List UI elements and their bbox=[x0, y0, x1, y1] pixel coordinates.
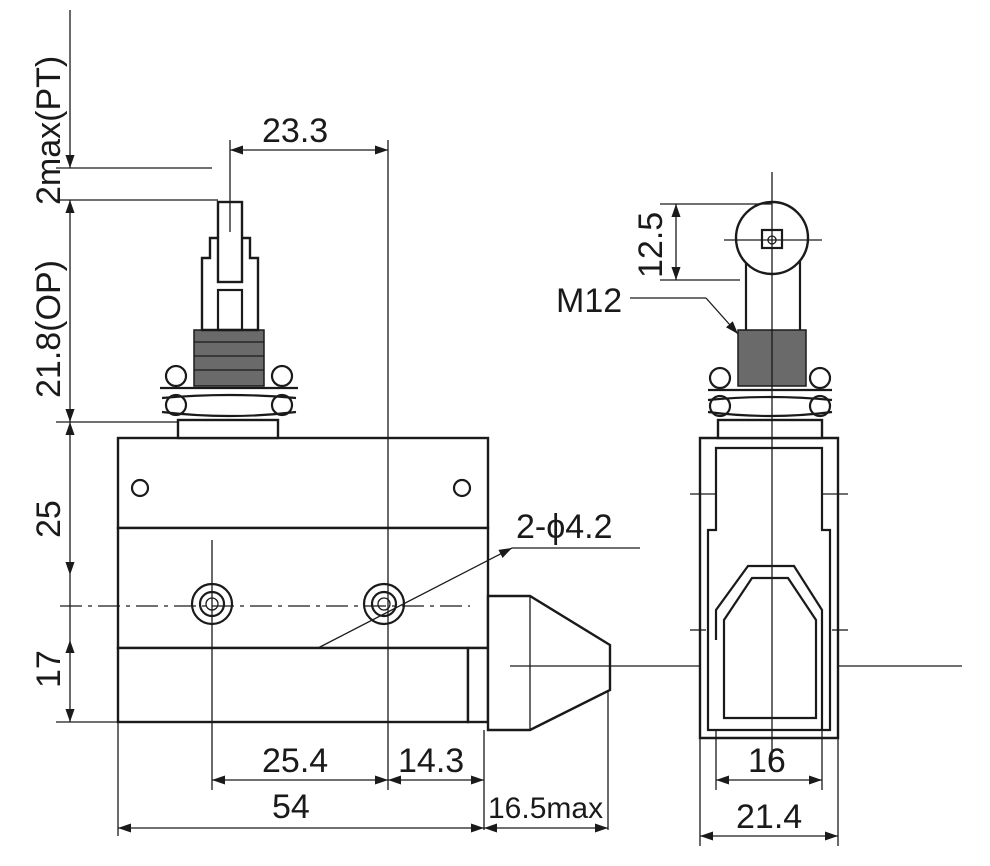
lock-nut-lower bbox=[161, 393, 297, 418]
dim-hole-spacing: 25.4 bbox=[262, 742, 328, 780]
corner-hole-left bbox=[130, 478, 150, 498]
dim-op: 21.8(OP) bbox=[30, 260, 68, 398]
dim-roller-overtravel: 16.5max bbox=[488, 792, 603, 825]
front-view: 2max(PT) 21.8(OP) 25 17 23.3 25.4 14.3 5… bbox=[30, 10, 962, 836]
side-body-outer bbox=[698, 436, 840, 740]
dim-inner-width: 16 bbox=[748, 742, 786, 780]
threaded-bushing bbox=[193, 329, 265, 387]
base-flange bbox=[176, 418, 280, 440]
dim-height-upper: 25 bbox=[30, 500, 68, 538]
dim-holes: 2-ϕ4.2 bbox=[516, 508, 613, 546]
body-lower-block bbox=[116, 646, 470, 724]
actuator-nose bbox=[486, 594, 612, 732]
dim-thread: M12 bbox=[556, 282, 622, 320]
dim-outer-width: 21.4 bbox=[736, 798, 802, 836]
dim-hole-to-edge: 14.3 bbox=[398, 742, 464, 780]
side-lock-nuts bbox=[707, 366, 833, 418]
dim-plunger-offset: 23.3 bbox=[262, 112, 328, 150]
dim-pt: 2max(PT) bbox=[30, 56, 68, 205]
body-middle-block bbox=[116, 526, 490, 650]
body-upper-block bbox=[116, 436, 490, 530]
corner-hole-right bbox=[452, 478, 472, 498]
lock-nut-upper bbox=[160, 364, 298, 390]
side-view: 12.5 M12 16 21.4 bbox=[556, 172, 848, 846]
body-shoulder bbox=[466, 646, 490, 724]
plunger-housing bbox=[200, 236, 260, 332]
dim-roller: 12.5 bbox=[632, 212, 670, 278]
dim-body-width: 54 bbox=[272, 788, 310, 826]
dim-height-lower: 17 bbox=[30, 650, 68, 688]
